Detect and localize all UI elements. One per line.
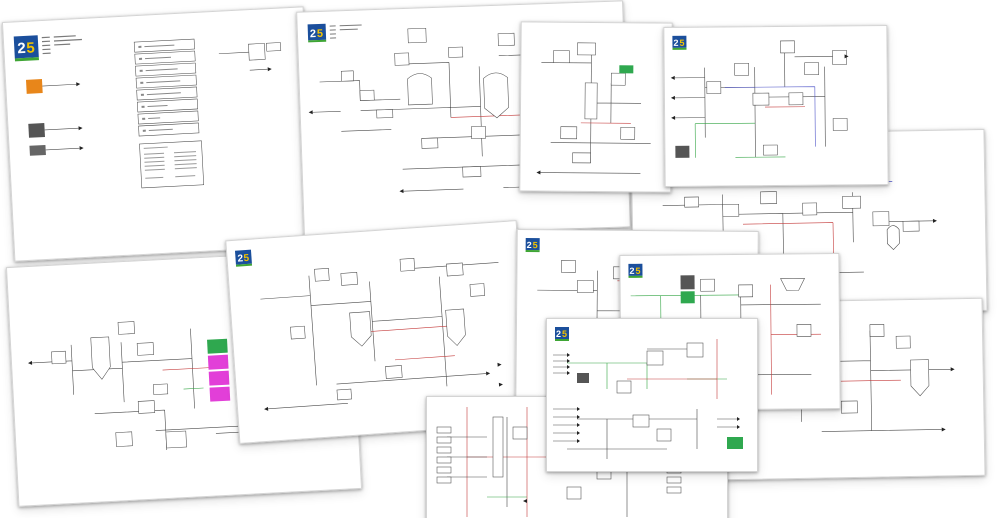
svg-text:5: 5 [533, 240, 538, 250]
svg-text:5: 5 [243, 253, 250, 264]
logo: 2 5 [14, 35, 39, 61]
sheet-flowsheet-d: 2 5 [663, 25, 888, 187]
svg-text:5: 5 [26, 39, 35, 56]
svg-text:2: 2 [556, 329, 561, 339]
logo: 2 5 [672, 36, 686, 50]
gray-block [577, 373, 589, 383]
magenta-blocks [207, 339, 230, 402]
green-block [681, 291, 695, 303]
title-block-lines [42, 35, 83, 54]
flowsheet-k-drawing: 2 5 [547, 319, 757, 471]
flowsheet-c-drawing [520, 22, 671, 191]
sheet-flowsheet-c [519, 21, 672, 192]
sheet-index: 2 5 [2, 6, 316, 261]
svg-text:2: 2 [310, 28, 317, 40]
flowsheet-d-drawing: 2 5 [664, 26, 887, 186]
feed-arrows-bottom [553, 407, 580, 443]
green-block [727, 437, 743, 449]
svg-text:5: 5 [679, 38, 684, 48]
svg-text:2: 2 [17, 40, 26, 57]
svg-text:5: 5 [635, 266, 640, 276]
reactor-vessel [407, 70, 509, 120]
svg-text:5: 5 [317, 28, 324, 40]
gray-block [681, 275, 695, 289]
svg-text:5: 5 [562, 329, 567, 339]
left-feeds [437, 427, 451, 483]
logo: 2 5 [628, 264, 642, 278]
index-drawing: 2 5 [3, 7, 315, 260]
gray-block-1 [28, 123, 45, 138]
logo: 2 5 [526, 238, 540, 252]
svg-text:2: 2 [673, 38, 678, 48]
sheet-flowsheet-k: 2 5 [546, 318, 758, 472]
logo: 2 5 [308, 24, 327, 43]
gray-block [675, 146, 689, 158]
feed-arrows-top [553, 353, 570, 375]
side-stream [218, 43, 281, 74]
gray-block-2 [29, 145, 46, 156]
orange-block [26, 79, 43, 94]
green-indicator [619, 65, 633, 73]
product-arrows [717, 417, 740, 429]
section-menu [134, 39, 199, 136]
column-vessel [91, 337, 111, 380]
logo: 2 5 [555, 327, 569, 341]
svg-text:2: 2 [527, 240, 532, 250]
logo: 2 5 [235, 250, 252, 267]
summary-table [139, 141, 203, 188]
svg-text:2: 2 [629, 266, 634, 276]
